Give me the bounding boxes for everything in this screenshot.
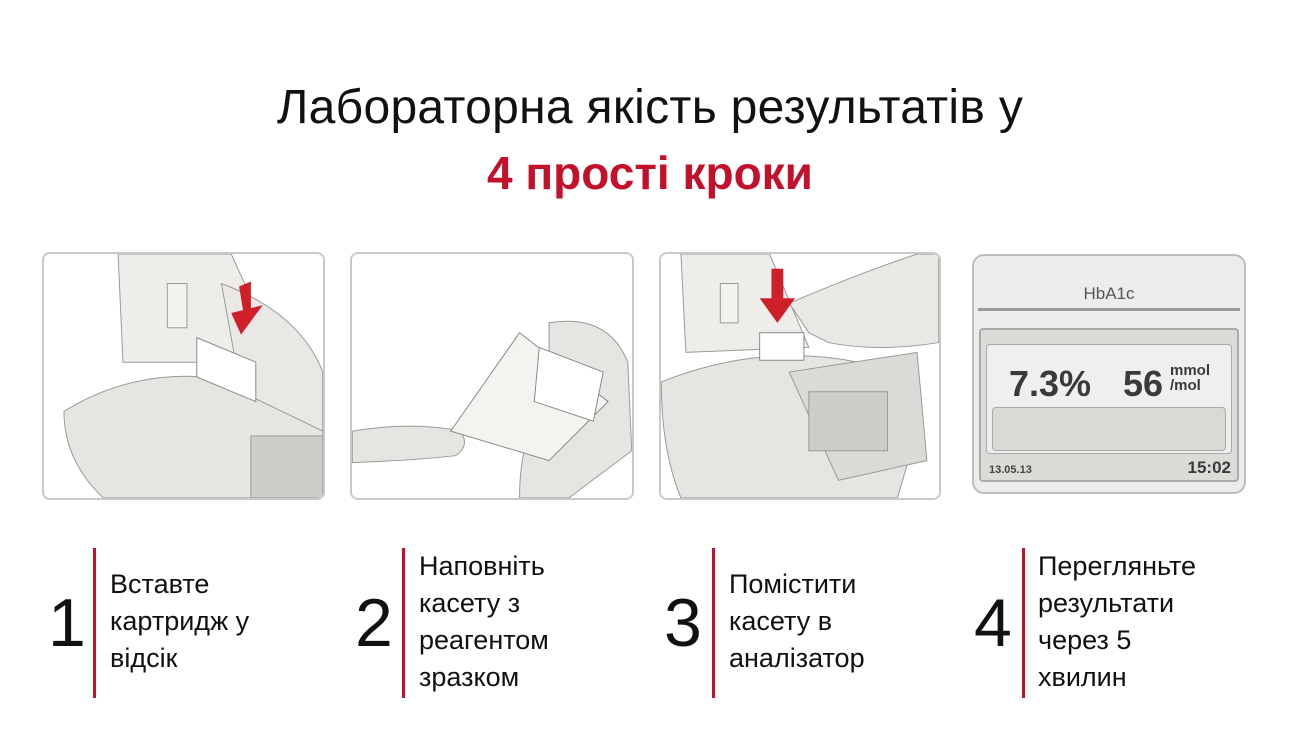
unit-top: mmol <box>1170 362 1211 379</box>
hba1c-mmol-value: 56 <box>1123 363 1164 404</box>
step-2-illustration <box>350 252 634 500</box>
lcd-inner: 7.3% 56 mmol /mol <box>986 344 1232 454</box>
step-text-line: Перегляньте <box>1038 551 1197 581</box>
step-divider <box>712 548 715 698</box>
arrow-down-icon <box>231 281 263 335</box>
step-text-line: Вставте <box>110 569 210 599</box>
step-divider <box>1022 548 1025 698</box>
step-text-line: картридж у <box>110 606 250 636</box>
insert-cassette-image <box>661 254 939 498</box>
lcd-panel: 7.3% 56 mmol /mol 13.05.13 15:02 <box>979 328 1239 482</box>
step-divider <box>402 548 405 698</box>
step-1-illustration <box>42 252 325 500</box>
display-divider <box>978 308 1240 311</box>
fill-cassette-image <box>352 320 632 498</box>
step-text: Наповніть касету з реагентом зразком <box>419 548 629 696</box>
analyzer-insert-cartridge-image <box>63 254 323 498</box>
step-3-illustration <box>659 252 941 500</box>
step-number: 1 <box>48 585 86 661</box>
step-text-line: Помістити <box>729 569 857 599</box>
display-label: HbA1c <box>1083 284 1135 303</box>
step-text-line: зразком <box>419 662 520 692</box>
step-text-line: хвилин <box>1038 662 1127 692</box>
step-text-line: відсік <box>110 643 178 673</box>
lcd-lower-area <box>992 407 1226 451</box>
display-date: 13.05.13 <box>989 464 1032 476</box>
step-text: Помістити касету в аналізатор <box>729 566 939 677</box>
step-text-line: касету в <box>729 606 833 636</box>
display-time: 15:02 <box>1187 458 1231 477</box>
step-text-line: Наповніть <box>419 551 545 581</box>
page-title: Лабораторна якість результатів у <box>276 81 1024 134</box>
step-number: 2 <box>355 585 393 661</box>
step-text-line: аналізатор <box>729 643 865 673</box>
step-text-line: результати <box>1038 588 1175 618</box>
step-text: Перегляньте результати через 5 хвилин <box>1038 548 1248 696</box>
step-divider <box>93 548 96 698</box>
page-subtitle: 4 прості кроки <box>487 147 813 199</box>
result-display: HbA1c 7.3% 56 mmol /mol 13.05.13 15:02 <box>972 254 1246 494</box>
step-text-line: касету з <box>419 588 521 618</box>
step-text-line: через 5 <box>1038 625 1132 655</box>
hba1c-percent: 7.3% <box>1009 363 1092 404</box>
step-number: 3 <box>664 585 702 661</box>
step-number: 4 <box>974 585 1012 661</box>
step-text-line: реагентом <box>419 625 549 655</box>
arrow-down-icon <box>759 268 796 323</box>
unit-bottom: /mol <box>1170 377 1201 394</box>
step-text: Вставте картридж у відсік <box>110 566 320 677</box>
